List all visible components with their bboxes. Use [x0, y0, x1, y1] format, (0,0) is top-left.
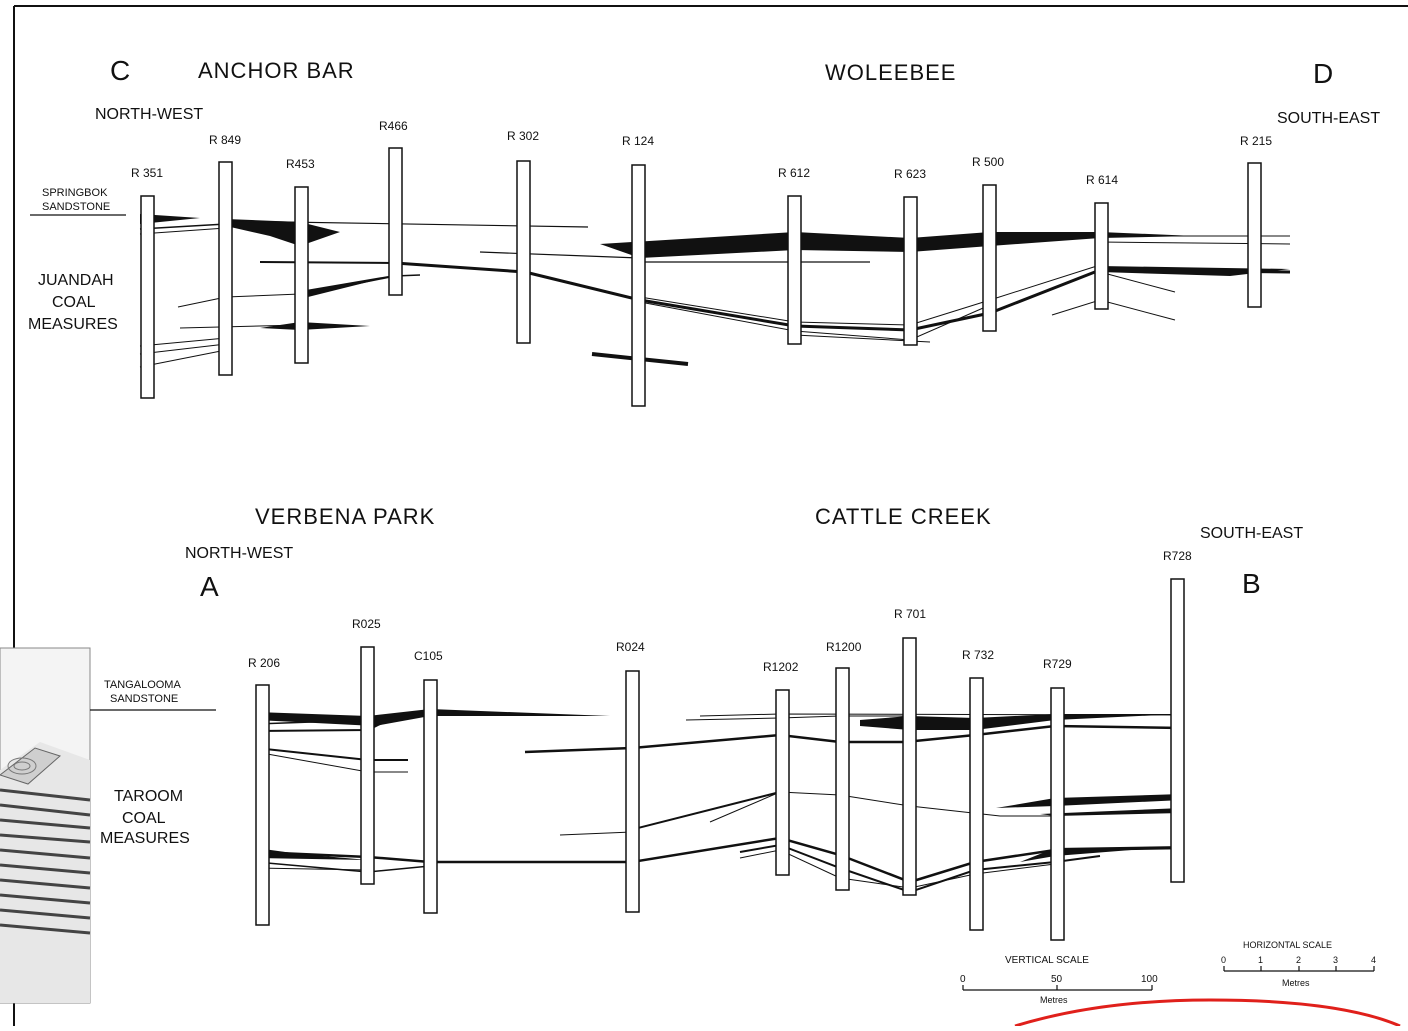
borehole-label: R025 — [352, 617, 381, 631]
bottom-coal-wedge — [860, 714, 1182, 730]
bottom-direction-right: SOUTH-EAST — [1200, 525, 1303, 542]
horizontal-scale-tick: 0 — [1221, 955, 1226, 965]
borehole-label: R 215 — [1240, 134, 1272, 148]
top-borehole-column — [631, 164, 646, 407]
bottom-formation-label-line3: MEASURES — [100, 830, 190, 847]
vertical-scale-tick-100: 100 — [1141, 974, 1158, 985]
vertical-scale-tick-50: 50 — [1051, 974, 1063, 985]
bottom-place-left: VERBENA PARK — [255, 504, 435, 529]
borehole-label: R 623 — [894, 167, 926, 181]
bottom-borehole-column — [625, 670, 640, 913]
bottom-borehole-column — [775, 689, 790, 876]
borehole-label: R453 — [286, 157, 315, 171]
top-coal-wedge — [226, 219, 340, 246]
borehole-label: R 849 — [209, 133, 241, 147]
horizontal-scale-title: HORIZONTAL SCALE — [1243, 940, 1332, 950]
top-borehole-column — [982, 184, 997, 332]
bottom-borehole-column — [360, 646, 375, 885]
vertical-scale-tick-0: 0 — [960, 974, 966, 985]
horizontal-scale-tick: 3 — [1333, 955, 1338, 965]
top-coal-wedge — [1100, 266, 1290, 276]
top-direction-left: NORTH-WEST — [95, 106, 203, 123]
top-coal-wedge — [260, 322, 370, 330]
borehole-label: R 206 — [248, 656, 280, 670]
bottom-borehole-column — [902, 637, 917, 896]
top-sandstone-label-line1: SPRINGBOK — [42, 187, 108, 199]
bottom-borehole-column — [835, 667, 850, 891]
top-coal-wedge — [600, 232, 1195, 258]
top-borehole-column — [140, 195, 155, 399]
top-formation-label-line2: COAL — [52, 294, 96, 311]
top-right-letter: D — [1313, 58, 1333, 89]
top-borehole-column — [903, 196, 918, 346]
bottom-left-letter: A — [200, 571, 219, 602]
borehole-label: R024 — [616, 640, 645, 654]
bottom-borehole-column — [1050, 687, 1065, 941]
top-sandstone-label-line2: SANDSTONE — [42, 201, 110, 213]
inset-block-diagram-image — [0, 647, 91, 1004]
horizontal-scale-tick: 4 — [1371, 955, 1376, 965]
vertical-scale-title: VERTICAL SCALE — [1005, 955, 1089, 966]
bottom-coal-wedge — [256, 848, 368, 860]
top-place-left: ANCHOR BAR — [198, 58, 355, 83]
borehole-label: C105 — [414, 649, 443, 663]
top-left-letter: C — [110, 55, 130, 86]
borehole-label: R 124 — [622, 134, 654, 148]
top-formation-label-line3: MEASURES — [28, 316, 118, 333]
vertical-scale-unit: Metres — [1040, 995, 1068, 1005]
top-borehole-labels: R 351 R 849 R453 R466 R 302 R 124 R 612 … — [131, 119, 1272, 187]
top-direction-right: SOUTH-EAST — [1277, 110, 1380, 127]
top-borehole-column — [787, 195, 802, 345]
borehole-label: R 614 — [1086, 173, 1118, 187]
top-place-right: WOLEEBEE — [825, 60, 956, 85]
borehole-label: R466 — [379, 119, 408, 133]
horizontal-scale-unit: Metres — [1282, 978, 1310, 988]
bottom-formation-label-line2: COAL — [122, 810, 166, 827]
borehole-label: R728 — [1163, 549, 1192, 563]
top-borehole-columns — [140, 147, 1262, 407]
top-borehole-column — [294, 186, 309, 364]
bottom-borehole-column — [255, 684, 270, 926]
bottom-borehole-column — [1170, 578, 1185, 883]
borehole-label: R 612 — [778, 166, 810, 180]
red-annotation-circle — [1014, 998, 1401, 1028]
bottom-right-letter: B — [1242, 568, 1261, 599]
bottom-place-right: CATTLE CREEK — [815, 504, 992, 529]
bottom-borehole-columns — [255, 578, 1185, 941]
horizontal-scale-tick: 2 — [1296, 955, 1301, 965]
bottom-sandstone-label-line1: TANGALOOMA — [104, 679, 181, 691]
borehole-label: R 351 — [131, 166, 163, 180]
top-borehole-column — [388, 147, 403, 296]
borehole-label: R 302 — [507, 129, 539, 143]
top-borehole-column — [218, 161, 233, 376]
bottom-direction-left: NORTH-WEST — [185, 545, 293, 562]
top-borehole-column — [1094, 202, 1109, 310]
horizontal-scale-bar: HORIZONTAL SCALE 0 1 2 3 4 Metres — [1221, 940, 1376, 988]
vertical-scale-bar: VERTICAL SCALE 0 50 100 Metres — [960, 955, 1158, 1005]
bottom-coal-wedge — [1040, 808, 1182, 816]
bottom-borehole-labels: R 206 R025 C105 R024 R1202 R1200 R 701 R… — [248, 549, 1192, 674]
top-coal-wedge — [140, 214, 200, 224]
top-borehole-column — [516, 160, 531, 344]
bottom-borehole-column — [423, 679, 438, 914]
top-formation-label-line1: JUANDAH — [38, 272, 114, 289]
borehole-label: R 500 — [972, 155, 1004, 169]
bottom-borehole-column — [969, 677, 984, 931]
bottom-coal-wedge — [996, 794, 1182, 808]
top-coal-wedge — [300, 274, 400, 299]
borehole-label: R1202 — [763, 660, 799, 674]
borehole-label: R 732 — [962, 648, 994, 662]
bottom-sandstone-label-line2: SANDSTONE — [110, 693, 178, 705]
bottom-coal-wedge — [256, 709, 610, 726]
borehole-label: R 701 — [894, 607, 926, 621]
horizontal-scale-tick: 1 — [1258, 955, 1263, 965]
bottom-formation-label-line1: TAROOM — [114, 788, 183, 805]
top-borehole-column — [1247, 162, 1262, 308]
borehole-label: R1200 — [826, 640, 862, 654]
borehole-label: R729 — [1043, 657, 1072, 671]
